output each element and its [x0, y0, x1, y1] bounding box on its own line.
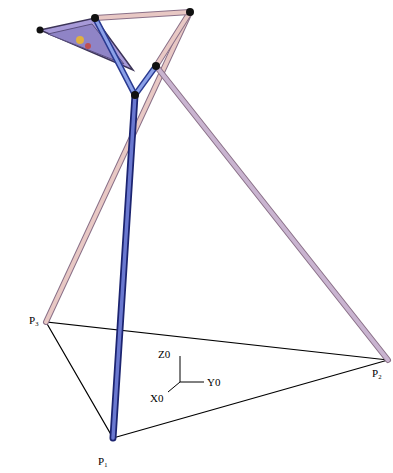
robot-legs: [46, 12, 388, 360]
front-leg: [113, 95, 135, 438]
joints: [37, 8, 195, 99]
axis-label: Y0: [207, 377, 220, 388]
point-label: P₃: [29, 315, 39, 326]
point-label: P₁: [98, 456, 108, 467]
point-label: P₂: [372, 368, 382, 379]
axis-label: Z0: [158, 349, 170, 360]
moving-platform: [40, 18, 156, 95]
base-triangle: [46, 322, 388, 438]
coordinate-axes: [168, 356, 204, 392]
axis-label: X0: [150, 393, 163, 404]
